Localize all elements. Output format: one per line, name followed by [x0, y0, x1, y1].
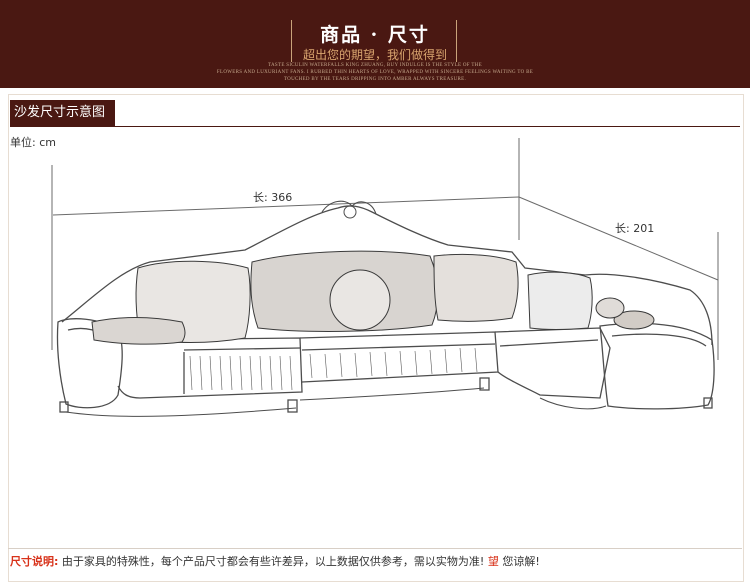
header-banner: 商品 · 尺寸 超出您的期望，我们做得到 TASTE SICULIN WATER…	[0, 0, 750, 88]
banner-divider-right	[456, 20, 457, 62]
footer-rule	[8, 548, 742, 549]
banner-small-line-3: TOUCHED BY THE TEARS DRIPPING INTO AMBER…	[283, 77, 467, 82]
banner-small-line-1: TASTE SICULIN WATERFALLS KING ZHUANG, BU…	[268, 63, 482, 68]
dimension-length-side: 长: 201	[615, 222, 655, 235]
banner-subtitle: 超出您的期望，我们做得到	[302, 48, 447, 62]
footer-text: 由于家具的特殊性，每个产品尺寸都会有些许差异，以上数据仅供参考，需以实物为准!	[61, 555, 485, 568]
seat-pleats	[189, 347, 478, 391]
cushions	[91, 250, 655, 345]
section-rule	[10, 126, 740, 127]
unit-label: 单位: cm	[10, 136, 56, 149]
banner-divider-left	[291, 20, 292, 62]
section-label: 沙发尺寸示意图	[10, 100, 116, 126]
sofa-sketch	[56, 200, 715, 417]
dimension-length-main: 长: 366	[253, 191, 293, 204]
dimension-lines	[51, 138, 719, 360]
banner-title: 商品 · 尺寸	[320, 24, 430, 46]
footer-highlight: 望	[487, 555, 499, 568]
footer-note: 尺寸说明: 由于家具的特殊性，每个产品尺寸都会有些许差异，以上数据仅供参考，需以…	[10, 553, 540, 569]
footer-end: 您谅解!	[502, 555, 540, 568]
footer-label: 尺寸说明:	[10, 555, 59, 568]
banner-small-line-2: FLOWERS AND LUXURIANT FANS. I RUBBED THI…	[216, 70, 534, 75]
